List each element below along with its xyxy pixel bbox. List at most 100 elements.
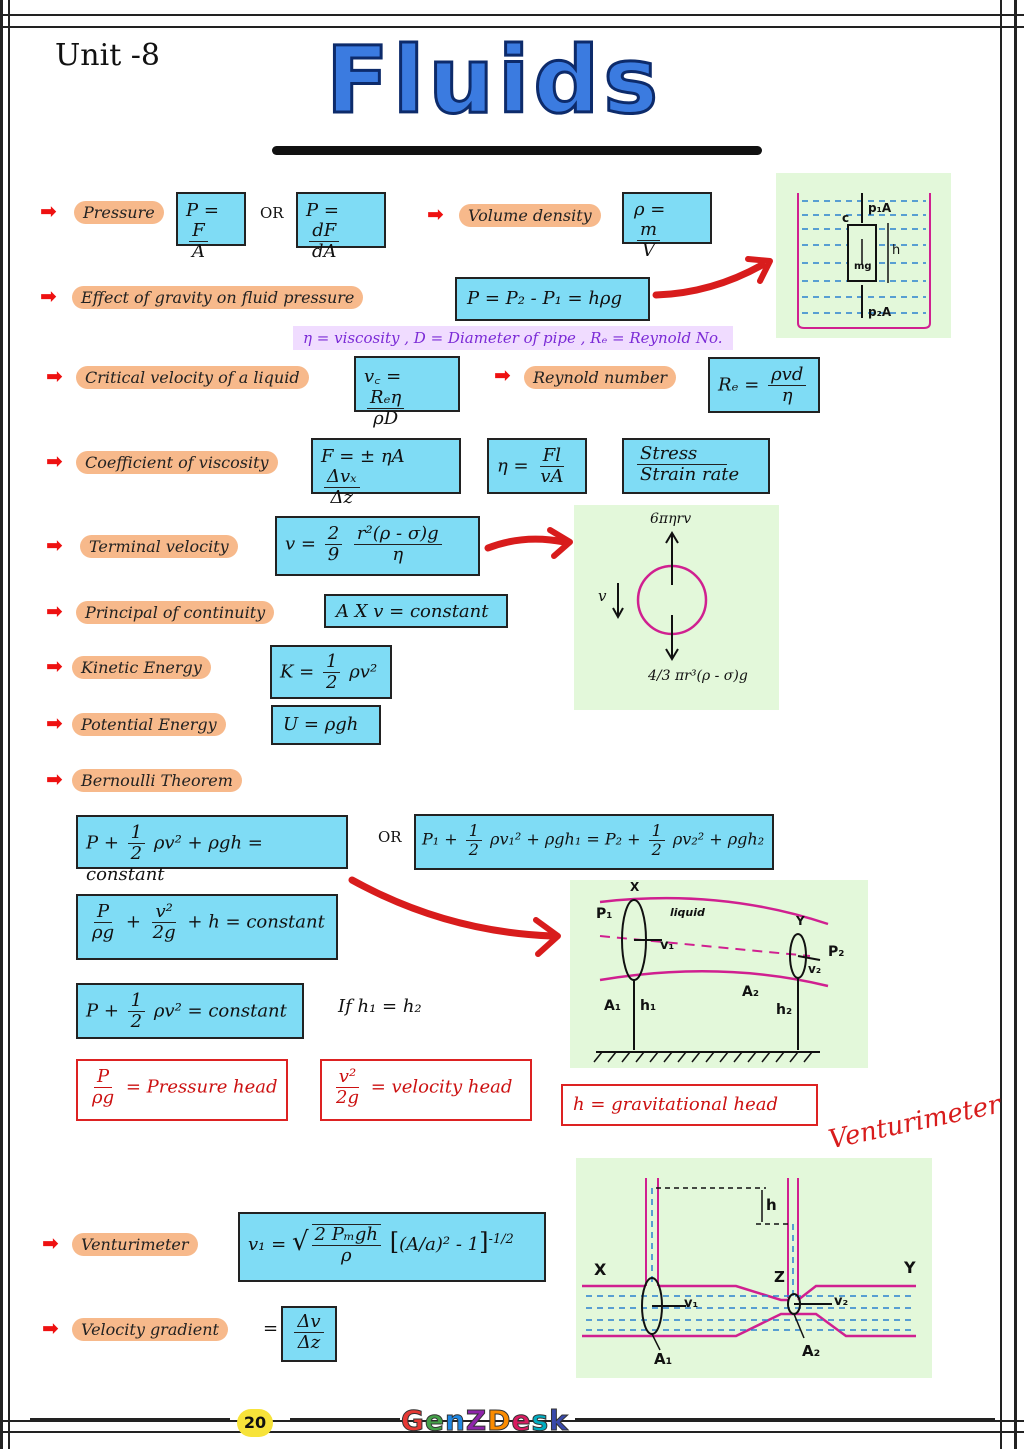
arrow-bullet-icon: ➡ bbox=[46, 654, 63, 678]
h1-label: h₁ bbox=[640, 998, 657, 1014]
c-label: c bbox=[842, 211, 850, 225]
v1-label: v₁ bbox=[660, 938, 675, 953]
critical-velocity-label: Critical velocity of a liquid bbox=[76, 366, 309, 389]
footer-rule-middle bbox=[290, 1418, 400, 1420]
red-arrow-icon bbox=[484, 527, 573, 559]
arrow-bullet-icon: ➡ bbox=[42, 1231, 59, 1255]
frame-top-2 bbox=[0, 26, 1024, 28]
a1-label: A₁ bbox=[654, 1350, 673, 1368]
volume-density-label: Volume density bbox=[459, 204, 601, 227]
venturimeter-diagram: X Y Z h v₁ v₂ A₁ A₂ bbox=[576, 1158, 932, 1378]
venturimeter-svg bbox=[582, 1178, 916, 1351]
weight-force-label: 4/3 πr³(ρ - σ)g bbox=[648, 668, 748, 684]
frame-left-outer bbox=[0, 0, 3, 1449]
page-number: 20 bbox=[237, 1409, 273, 1437]
arrow-bullet-icon: ➡ bbox=[40, 199, 57, 223]
arrow-bullet-icon: ➡ bbox=[40, 284, 57, 308]
liquid-label: liquid bbox=[670, 906, 705, 919]
bernoulli-pipe-diagram: X Y P₁ P₂ v₁ v₂ A₁ A₂ h₁ h₂ liquid bbox=[570, 880, 868, 1068]
p1a-label: p₁A bbox=[868, 201, 892, 215]
footer-rule-left bbox=[30, 1418, 230, 1420]
frame-right-outer bbox=[1014, 0, 1017, 1449]
footer-rule-right bbox=[575, 1418, 995, 1420]
terminal-velocity-label: Terminal velocity bbox=[80, 535, 238, 558]
bernoulli-label: Bernoulli Theorem bbox=[72, 769, 242, 792]
x-label: X bbox=[630, 880, 640, 894]
y-label: Y bbox=[904, 1258, 916, 1277]
h-label: h bbox=[892, 243, 901, 258]
viscous-force-label: 6πηrv bbox=[650, 511, 692, 527]
arrow-bullet-icon: ➡ bbox=[46, 364, 63, 388]
red-arrow-icon bbox=[348, 876, 561, 957]
z-label: Z bbox=[774, 1268, 785, 1286]
continuity-formula: A X v = constant bbox=[324, 594, 508, 628]
gravity-label: Effect of gravity on fluid pressure bbox=[72, 286, 364, 309]
p2a-label: p₂A bbox=[868, 305, 892, 319]
x-label: X bbox=[594, 1260, 607, 1279]
potential-energy-formula: U = ρgh bbox=[271, 705, 381, 745]
frame-left-inner bbox=[8, 0, 10, 1449]
reynold-number-label: Reynold number bbox=[524, 366, 677, 389]
v1-label: v₁ bbox=[684, 1296, 699, 1311]
red-arrow-icon bbox=[652, 256, 773, 299]
equals-sign: = bbox=[263, 1318, 279, 1339]
p1-label: P₁ bbox=[596, 906, 613, 922]
velocity-label: v bbox=[598, 587, 607, 605]
a2-label: A₂ bbox=[802, 1342, 821, 1360]
frame-right-inner bbox=[1000, 0, 1002, 1449]
symbol-note: η = viscosity , D = Diameter of pipe , R… bbox=[293, 326, 733, 350]
arrow-bullet-icon: ➡ bbox=[46, 449, 63, 473]
sphere-diagram-svg bbox=[612, 531, 708, 661]
arrow-bullet-icon: ➡ bbox=[427, 202, 444, 226]
arrow-bullet-icon: ➡ bbox=[46, 533, 63, 557]
arrow-bullet-icon: ➡ bbox=[46, 711, 63, 735]
condition-text: If h₁ = h₂ bbox=[338, 996, 422, 1017]
or-label: OR bbox=[260, 204, 284, 222]
brand-logo: GenZDesk bbox=[401, 1404, 569, 1438]
kinetic-energy-label: Kinetic Energy bbox=[72, 656, 211, 679]
sphere-diagram: 6πηrv v 4/3 πr³(ρ - σ)g bbox=[574, 505, 779, 710]
arrow-bullet-icon: ➡ bbox=[42, 1316, 59, 1340]
y-label: Y bbox=[796, 914, 805, 928]
v2-label: v₂ bbox=[834, 1294, 849, 1309]
viscosity-label: Coefficient of viscosity bbox=[76, 451, 278, 474]
gravitational-head-box: h = gravitational head bbox=[561, 1084, 818, 1126]
pressure-label: Pressure bbox=[74, 201, 164, 224]
arrow-bullet-icon: ➡ bbox=[46, 767, 63, 791]
venturimeter-label: Venturimeter bbox=[72, 1233, 198, 1256]
h2-label: h₂ bbox=[776, 1002, 793, 1018]
frame-top-1 bbox=[0, 14, 1024, 16]
unit-label: Unit -8 bbox=[55, 38, 161, 73]
mg-label: mg bbox=[854, 261, 872, 272]
or-label: OR bbox=[378, 828, 402, 846]
cylinder-diagram-svg bbox=[797, 193, 931, 329]
frame-bottom-2 bbox=[0, 1431, 1024, 1433]
frame-bottom-1 bbox=[0, 1420, 1024, 1422]
velocity-gradient-label: Velocity gradient bbox=[72, 1318, 228, 1341]
a2-label: A₂ bbox=[742, 984, 759, 1000]
arrow-bullet-icon: ➡ bbox=[46, 599, 63, 623]
gravity-formula: P = P₂ - P₁ = hρg bbox=[455, 277, 650, 321]
venturimeter-script-title: Venturimeter bbox=[826, 1089, 1004, 1156]
cylinder-diagram: p₁A p₂A mg h c bbox=[776, 173, 951, 338]
p2-label: P₂ bbox=[828, 944, 845, 960]
potential-energy-label: Potential Energy bbox=[72, 713, 226, 736]
page-title: Fluids bbox=[324, 27, 663, 134]
